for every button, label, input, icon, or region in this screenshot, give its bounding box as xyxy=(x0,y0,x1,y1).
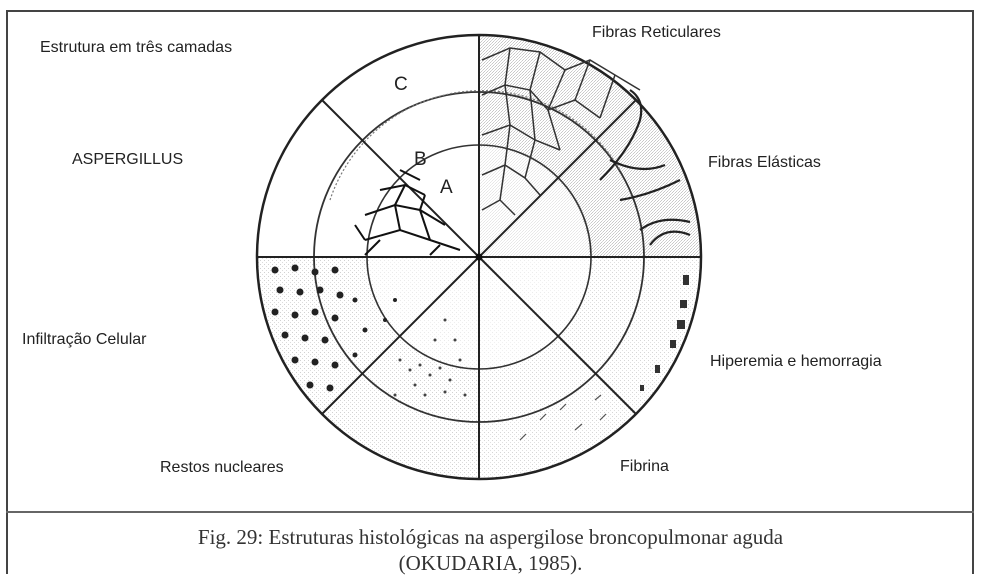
label-aspergillus: ASPERGILLUS xyxy=(72,151,183,168)
ring-label-c: C xyxy=(394,74,408,95)
label-nuclear-remains: Restos nucleares xyxy=(160,459,284,476)
ring-label-a: A xyxy=(440,177,453,198)
caption-line-1: Fig. 29: Estruturas histológicas na aspe… xyxy=(0,525,981,550)
label-elastic-fibers: Fibras Elásticas xyxy=(708,154,821,171)
label-hyperemia: Hiperemia e hemorragia xyxy=(710,353,882,370)
label-cell-infiltration: Infiltração Celular xyxy=(22,331,147,348)
center-point xyxy=(476,254,483,261)
caption-line-2: (OKUDARIA, 1985). xyxy=(0,551,981,576)
label-fibrin: Fibrina xyxy=(620,458,669,475)
ring-label-b: B xyxy=(414,149,427,170)
label-reticular-fibers: Fibras Reticulares xyxy=(592,24,721,41)
label-three-layers: Estrutura em três camadas xyxy=(40,39,232,56)
